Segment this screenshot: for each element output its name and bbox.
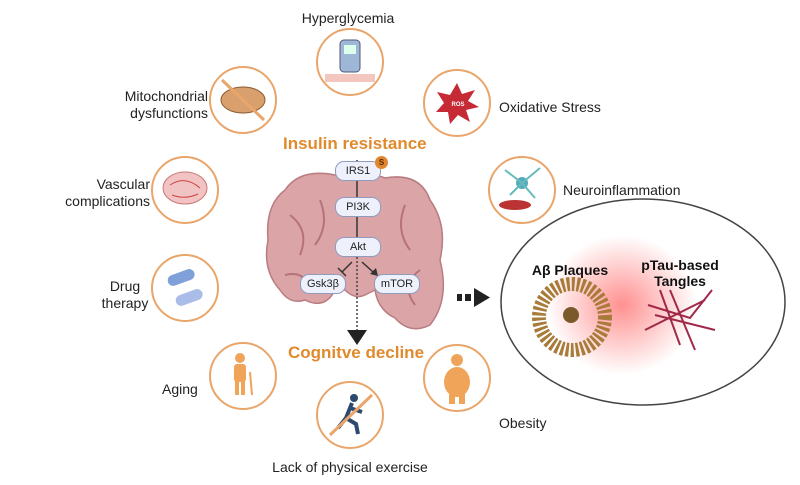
insulin-resistance-title: Insulin resistance	[283, 134, 427, 153]
pathway-irs1: IRS1	[335, 161, 381, 181]
obese-person-icon	[444, 354, 470, 404]
tau-tangles-icon	[644, 289, 716, 351]
label-neuroinflammation: Neuroinflammation	[563, 182, 681, 198]
label-oxidative-stress: Oxidative Stress	[499, 99, 601, 115]
pathway-gsk3b: Gsk3β	[300, 274, 346, 294]
plaques-label: Aβ Plaques	[531, 262, 609, 278]
ros-burst-icon	[436, 83, 479, 124]
brain-vessels-icon	[162, 171, 208, 205]
label-line: Vascular	[96, 176, 150, 192]
pathway-pi3k: PI3K	[335, 197, 381, 217]
label-line: therapy	[101, 295, 149, 311]
label-line: Drug	[109, 278, 141, 294]
amyloid-plaque-icon	[532, 277, 612, 357]
neuron-icon	[499, 167, 541, 210]
mitochondrion-icon	[220, 78, 266, 122]
elderly-person-icon	[234, 353, 253, 396]
ros-label: ROS	[451, 102, 465, 108]
label-hyperglycemia: Hyperglycemia	[301, 10, 395, 26]
down-arrow-icon	[347, 330, 367, 345]
cognitive-decline-title: Cognitve decline	[288, 343, 425, 362]
serine-badge: S	[375, 156, 388, 169]
right-arrow-icon	[474, 288, 490, 307]
label-line: complications	[65, 193, 150, 209]
label-line: Tangles	[654, 273, 706, 289]
pills-icon	[167, 269, 203, 306]
pathway-akt: Akt	[335, 237, 381, 257]
glucometer-icon	[325, 39, 375, 82]
neuroinflammation-circle	[488, 156, 556, 224]
label-line: pTau-based	[641, 257, 719, 273]
label-aging: Aging	[162, 381, 198, 397]
label-exercise: Lack of physical exercise	[272, 459, 428, 475]
runner-icon	[328, 393, 374, 437]
drug-circle	[151, 254, 219, 322]
pathway-mtor: mTOR	[374, 274, 420, 294]
label-line: dysfunctions	[130, 105, 208, 121]
label-line: Mitochondrial	[124, 88, 208, 104]
label-obesity: Obesity	[499, 415, 547, 431]
